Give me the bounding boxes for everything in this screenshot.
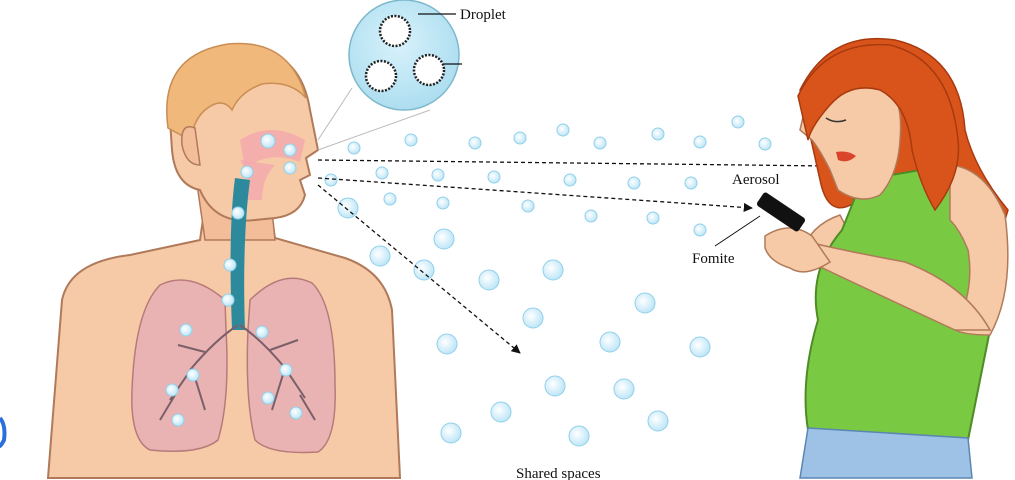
aerosol-label: Aerosol (732, 172, 780, 188)
airborne-particles (324, 115, 772, 447)
shared-spaces-label: Shared spaces (516, 466, 601, 480)
man-hair (166, 42, 307, 142)
right-lung (246, 277, 336, 454)
bronchi (159, 324, 316, 421)
fomite-pointer (714, 215, 761, 247)
woman-eye (825, 117, 847, 123)
droplet-inset: Droplet (317, 0, 507, 151)
nasal-cavity (240, 130, 305, 168)
body-particles (165, 133, 303, 427)
phone (756, 192, 806, 232)
woman-arm-right (949, 164, 1009, 336)
woman-lips (836, 151, 856, 162)
virion-particles (364, 14, 446, 93)
man-ear (181, 126, 201, 166)
fomite-arrow (317, 177, 753, 212)
transmission-arrows (317, 159, 829, 354)
left-lung (131, 279, 228, 452)
aerosol-label-bg (728, 168, 796, 190)
droplet-label: Droplet (460, 7, 507, 23)
woman-figure (756, 37, 1009, 479)
inset-circle (348, 0, 460, 111)
fomite-label: Fomite (692, 251, 735, 267)
woman-jeans (799, 427, 973, 479)
shared-spaces-arrow (317, 184, 521, 354)
edge-accent (0, 416, 7, 449)
man-figure (46, 42, 402, 479)
woman-hair-front (797, 43, 960, 212)
woman-forearm (798, 238, 992, 331)
aerosol-arrow (317, 159, 829, 171)
